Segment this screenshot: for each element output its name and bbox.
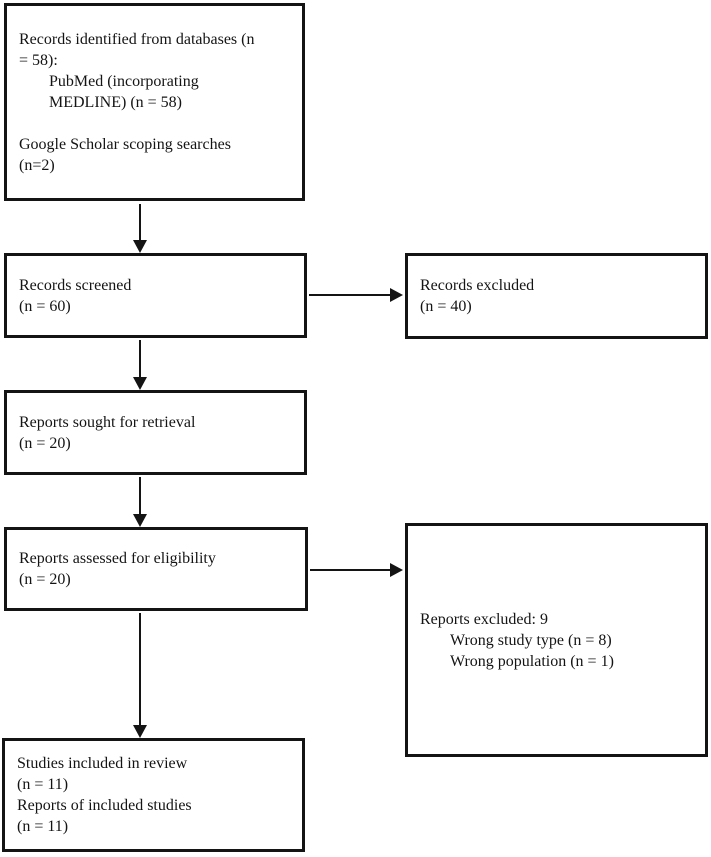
text-line: Google Scholar scoping searches (19, 135, 231, 153)
text-line: Reports of included studies (17, 797, 192, 814)
text-line: Wrong population (n = 1) (450, 652, 614, 670)
arrow-screened-to-sought (133, 340, 147, 390)
arrow-assessed-to-included (133, 613, 147, 738)
text-line: Wrong study type (n = 8) (450, 631, 612, 649)
text-line: Records identified from databases (n (19, 30, 255, 48)
text-line: (n = 11) (17, 776, 69, 793)
box-studies-included: Studies included in review (n = 11) Report… (2, 738, 305, 852)
arrow-identification-to-screened (133, 204, 147, 253)
text-line: Records excluded (420, 277, 535, 294)
text-line: MEDLINE) (n = 58) (49, 93, 182, 111)
arrow-sought-to-assessed (133, 477, 147, 527)
text-line: (n = 60) (19, 297, 71, 315)
text-line: Reports excluded: 9 (420, 610, 548, 628)
box-reports-excluded: Reports excluded: 9 Wrong study type (n =… (405, 523, 708, 757)
box-records-screened: Records screened (n = 60) (4, 253, 307, 338)
text-line: = 58): (19, 51, 58, 69)
text-line: Studies included in review (17, 755, 188, 772)
box-reports-sought: Reports sought for retrieval (n = 20) (4, 390, 307, 475)
box-records-identified: Records identified from databases (n = 58… (4, 3, 305, 201)
arrow-screened-to-records-excluded (309, 288, 403, 302)
box-records-excluded: Records excluded (n = 40) (405, 253, 708, 339)
text-line: Reports sought for retrieval (19, 413, 196, 431)
arrow-assessed-to-reports-excluded (310, 563, 403, 577)
text-line: PubMed (incorporating (49, 72, 199, 90)
text-line: (n=2) (19, 156, 55, 174)
box-reports-assessed: Reports assessed for eligibility (n = 20) (4, 527, 308, 611)
text-line: Records screened (19, 276, 132, 294)
text-line: (n = 20) (19, 571, 71, 588)
text-line: (n = 11) (17, 818, 69, 835)
text-line: (n = 20) (19, 434, 71, 452)
text-line: (n = 40) (420, 298, 472, 315)
text-line: Reports assessed for eligibility (19, 550, 216, 567)
text-line (19, 113, 296, 134)
